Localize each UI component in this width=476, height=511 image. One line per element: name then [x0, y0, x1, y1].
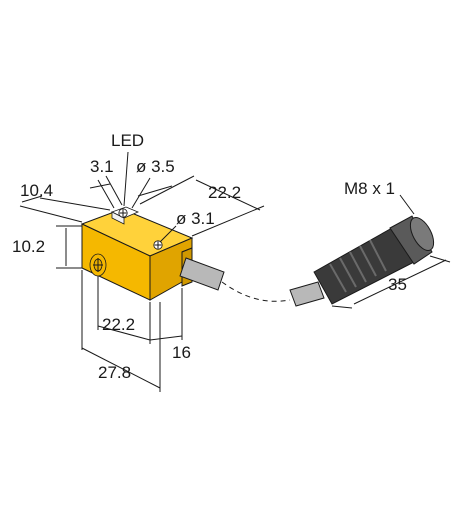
led-hole-icon: [118, 208, 128, 218]
label-connector: M8 x 1: [344, 179, 395, 198]
mount-hole-icon: [153, 240, 163, 250]
cable-stub: [179, 257, 225, 291]
label-side-depth-top: 22.2: [208, 183, 241, 202]
sensor-housing: [80, 206, 194, 301]
label-bottom-width: 16: [172, 343, 191, 362]
cable-end: [289, 281, 325, 307]
label-connector-length: 35: [388, 275, 407, 294]
label-height: 10.2: [12, 237, 45, 256]
m8-connector: [313, 215, 435, 305]
cable-dashed-line: [221, 281, 291, 302]
label-bottom-depth: 22.2: [102, 315, 135, 334]
dimension-lines: [19, 151, 451, 392]
dimension-labels: LED 3.1 ø 3.5 10.4 22.2 ø 3.1 10.2 22.2 …: [12, 131, 407, 382]
cable: [179, 257, 325, 307]
connector-face: [409, 217, 435, 251]
label-overall-length: 27.8: [98, 363, 131, 382]
connector-grip: [329, 239, 387, 293]
label-led-width: 3.1: [90, 157, 114, 176]
label-led: LED: [111, 131, 144, 150]
label-front-offset: 10.4: [20, 181, 53, 200]
connector-nut: [389, 215, 433, 265]
sensing-face-icon: [89, 253, 107, 277]
label-mount-hole-diameter: ø 3.1: [176, 209, 215, 228]
label-led-hole-diameter: ø 3.5: [136, 157, 175, 176]
